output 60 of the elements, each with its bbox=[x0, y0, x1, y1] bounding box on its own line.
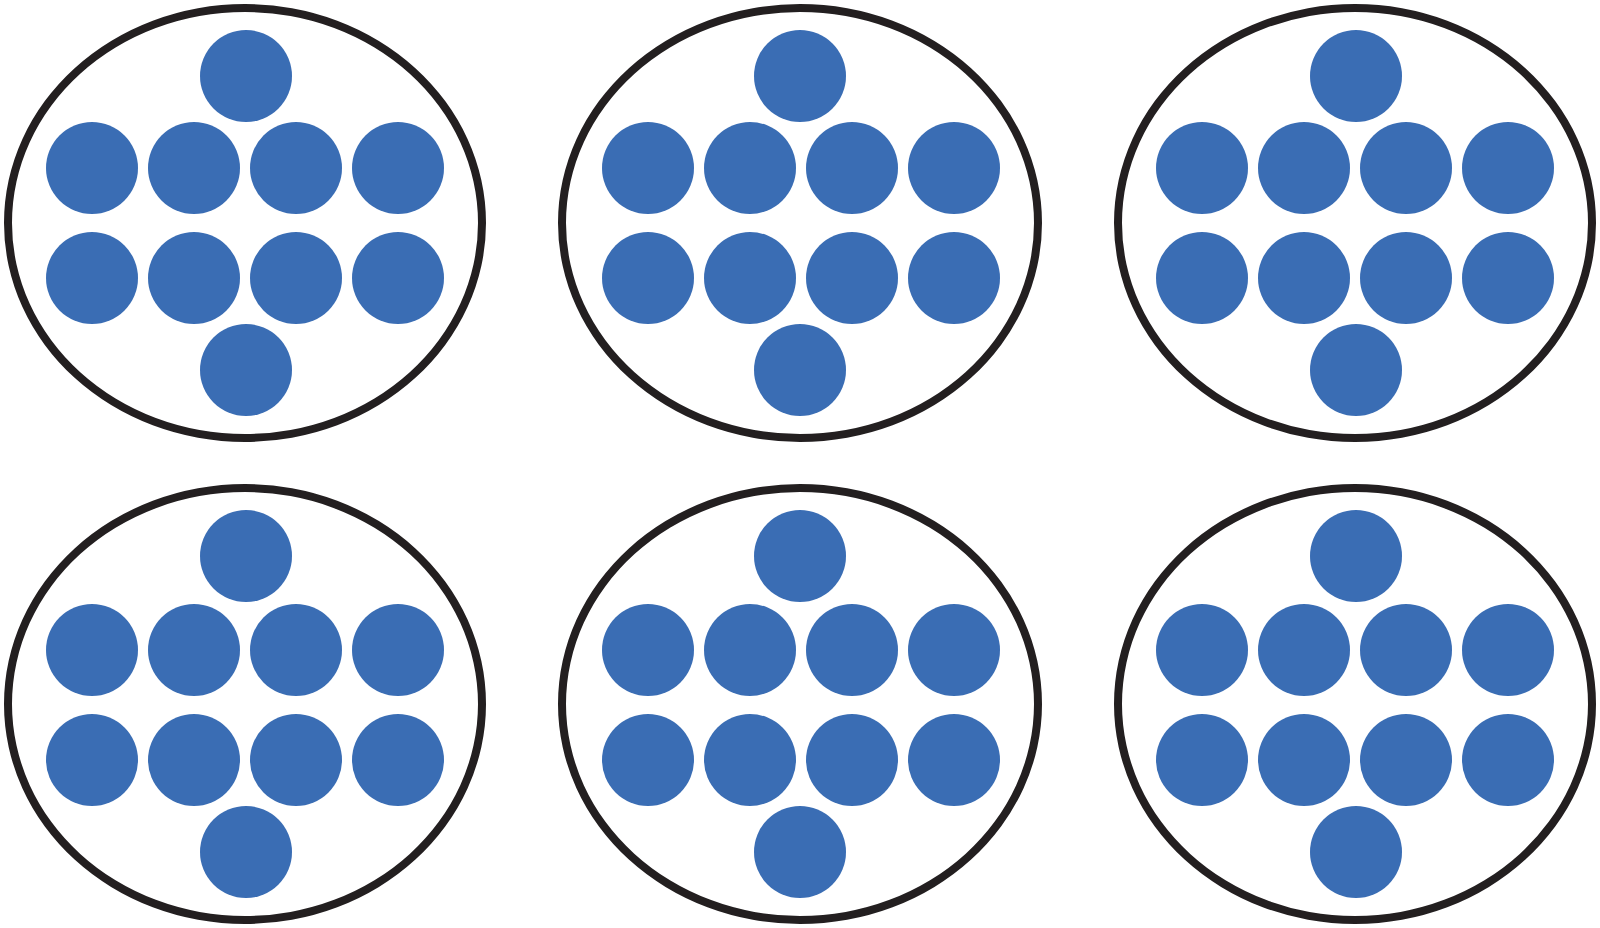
dot bbox=[199, 510, 291, 602]
dot bbox=[754, 324, 846, 416]
dot bbox=[1462, 122, 1554, 214]
dot bbox=[703, 232, 795, 324]
dot bbox=[148, 603, 240, 695]
dot bbox=[46, 122, 138, 214]
dot bbox=[1258, 122, 1350, 214]
dot bbox=[1309, 510, 1401, 602]
dot bbox=[601, 232, 693, 324]
dot bbox=[199, 805, 291, 897]
dot bbox=[148, 122, 240, 214]
dot bbox=[148, 232, 240, 324]
dot bbox=[805, 122, 897, 214]
dot bbox=[754, 510, 846, 602]
dot bbox=[703, 122, 795, 214]
dot bbox=[46, 603, 138, 695]
dot bbox=[805, 603, 897, 695]
dot bbox=[1309, 29, 1401, 121]
dot bbox=[250, 232, 342, 324]
dot bbox=[1309, 805, 1401, 897]
dot bbox=[148, 713, 240, 805]
dot bbox=[199, 324, 291, 416]
dot bbox=[46, 713, 138, 805]
dot bbox=[352, 713, 444, 805]
dot bbox=[1462, 232, 1554, 324]
dot bbox=[1156, 232, 1248, 324]
dot bbox=[907, 122, 999, 214]
dot bbox=[1360, 122, 1452, 214]
dot bbox=[1360, 232, 1452, 324]
dot bbox=[907, 603, 999, 695]
dot bbox=[601, 603, 693, 695]
dot bbox=[1360, 713, 1452, 805]
dot bbox=[1258, 603, 1350, 695]
dot bbox=[1309, 324, 1401, 416]
dot bbox=[703, 713, 795, 805]
dot bbox=[754, 805, 846, 897]
dot bbox=[601, 122, 693, 214]
dot bbox=[907, 713, 999, 805]
dot bbox=[805, 232, 897, 324]
dot bbox=[250, 122, 342, 214]
dot bbox=[1360, 603, 1452, 695]
dot bbox=[1258, 232, 1350, 324]
dot bbox=[1462, 603, 1554, 695]
dot bbox=[1258, 713, 1350, 805]
dot bbox=[1156, 603, 1248, 695]
dot bbox=[601, 713, 693, 805]
dot bbox=[352, 232, 444, 324]
dot bbox=[352, 122, 444, 214]
dot bbox=[1156, 713, 1248, 805]
dot bbox=[46, 232, 138, 324]
dot bbox=[1462, 713, 1554, 805]
dot bbox=[754, 29, 846, 121]
dot bbox=[703, 603, 795, 695]
dot bbox=[907, 232, 999, 324]
dot bbox=[250, 603, 342, 695]
dot bbox=[199, 29, 291, 121]
dot bbox=[805, 713, 897, 805]
dot bbox=[1156, 122, 1248, 214]
dot bbox=[250, 713, 342, 805]
dot bbox=[352, 603, 444, 695]
